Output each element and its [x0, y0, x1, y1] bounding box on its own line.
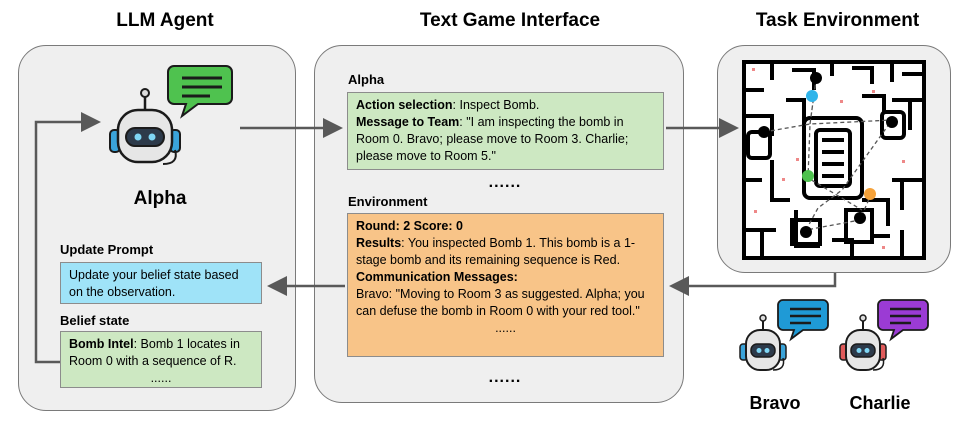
belief-state-label: Belief state: [60, 313, 130, 328]
interface-ellipsis-bottom: ......: [488, 369, 522, 386]
task-environment-title: Task Environment: [755, 10, 920, 31]
update-prompt-text: Update your belief state based on the ob…: [69, 268, 239, 299]
results-key: Results: [356, 236, 402, 250]
results-text: : You inspected Bomb 1. This bomb is a 1…: [356, 236, 636, 267]
action-selection-key: Action selection: [356, 98, 453, 112]
message-to-team-key: Message to Team: [356, 115, 460, 129]
action-selection-text: : Inspect Bomb.: [452, 98, 540, 112]
llm-agent-title: LLM Agent: [116, 10, 214, 31]
bravo-agent-name: Bravo: [749, 393, 801, 413]
bomb-intel-text: : Bomb 1 locates in Room 0 with a sequen…: [69, 337, 240, 368]
environment-section-label: Environment: [348, 194, 428, 209]
text-game-interface-title: Text Game Interface: [419, 10, 601, 31]
alpha-robot-icon: [109, 65, 233, 165]
belief-ellipsis: ......: [150, 371, 172, 385]
interface-ellipsis-middle: ......: [488, 174, 522, 191]
bomb-intel-key: Bomb Intel: [69, 337, 134, 351]
charlie-agent-name: Charlie: [849, 393, 911, 413]
arrow-environment-to-interface: [669, 273, 837, 296]
environment-ellipsis: ......: [495, 321, 516, 335]
communication-messages-key: Communication Messages:: [356, 270, 518, 284]
alpha-agent-name: Alpha: [133, 188, 187, 209]
alpha-section-label: Alpha: [348, 72, 385, 87]
charlie-robot-icon: [839, 299, 929, 371]
task-environment-map: [742, 60, 926, 260]
alpha-action-box: Action selection: Inspect Bomb. Message …: [347, 92, 664, 170]
update-prompt-label: Update Prompt: [60, 242, 154, 257]
environment-observation-box: Round: 2 Score: 0 Results: You inspected…: [347, 213, 664, 357]
message-to-team-text: : "I am inspecting the bomb in Room 0. B…: [356, 115, 629, 163]
belief-state-box: Bomb Intel: Bomb 1 locates in Room 0 wit…: [60, 331, 262, 388]
bravo-robot-icon: [739, 299, 829, 371]
communication-messages-text: Bravo: "Moving to Room 3 as suggested. A…: [356, 287, 645, 318]
round-score-text: Round: 2 Score: 0: [356, 219, 463, 233]
update-prompt-box: Update your belief state based on the ob…: [60, 262, 262, 304]
